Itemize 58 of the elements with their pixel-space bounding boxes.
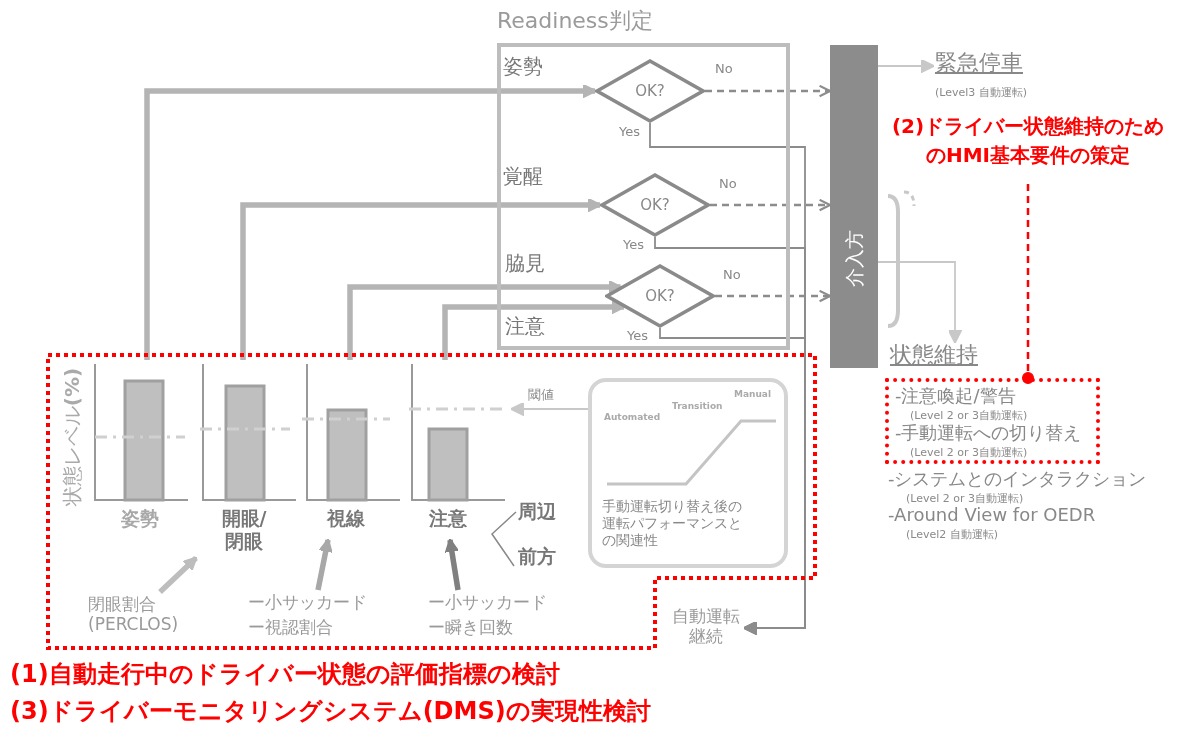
arrow: [877, 58, 935, 74]
check-label: 脇見: [505, 251, 545, 275]
category-label: 視線: [326, 507, 366, 530]
level-note: (Level3 自動運転): [935, 86, 1028, 100]
check-label: 注意: [505, 314, 545, 338]
metric-text: 閉眼割合 (PERCLOS): [88, 594, 180, 635]
list-item: -注意喚起/警告: [895, 385, 1016, 407]
category-label: 前方: [518, 545, 556, 568]
arrow: [442, 299, 626, 360]
decision-label: OK?: [645, 287, 675, 305]
graph-label: Manual: [734, 389, 771, 400]
arrow: [347, 279, 623, 360]
dashed-arrow: [710, 198, 832, 212]
metric-text: ー小サッカード: [248, 592, 367, 613]
metric-text: ー視認割合: [248, 617, 333, 638]
metric-text: ー小サッカード: [428, 592, 547, 613]
bar-label: 介入方: [842, 229, 866, 287]
info-card: [588, 378, 788, 568]
category-label: 注意: [428, 507, 468, 530]
arrow: [240, 197, 602, 360]
callout-text: (2)ドライバー状態維持のためのHMI基本要件の策定: [890, 113, 1166, 169]
card-text: 手動運転切り替え後の運転パフォーマンスとの関連性: [602, 498, 743, 549]
outcome-heading: 状態維持: [890, 342, 978, 369]
level-note: (Level 2 or 3自動運転): [906, 492, 1024, 506]
list-item: -システムとのインタラクション: [888, 468, 1147, 490]
decision-label: OK?: [640, 196, 670, 214]
section-heading: (3)ドライバーモニタリングシステム(DMS)の実現性検討: [10, 697, 651, 726]
list-item: -Around View for OEDR: [888, 504, 1096, 526]
panel-title: Readiness判定: [497, 8, 653, 35]
category-label: 周辺: [518, 500, 556, 523]
graph-label: Transition: [672, 401, 723, 412]
check-label: 覚醒: [503, 164, 543, 188]
arrow: [315, 538, 333, 591]
arrow: [877, 261, 963, 344]
leader-line: [1022, 184, 1034, 384]
edge-label: 閾値: [527, 388, 555, 403]
arrow: [510, 401, 589, 417]
list-item: -手動運転への切り替え: [895, 422, 1082, 444]
highlight-box: [885, 378, 1100, 464]
dashed-arrow: [715, 289, 832, 303]
dashed-arrow: [705, 84, 832, 98]
category-label: 姿勢: [120, 507, 160, 530]
decision-label: OK?: [635, 82, 665, 100]
level-note: (Level2 自動運転): [906, 528, 999, 542]
intervention-bar: [830, 45, 878, 368]
arrow: [144, 83, 597, 360]
category-label: 開眼/閉眼: [220, 507, 268, 553]
level-note: (Level 2 or 3自動運転): [910, 409, 1028, 423]
level-note: (Level 2 or 3自動運転): [910, 446, 1028, 460]
section-heading: (1)自動走行中のドライバー状態の評価指標の検討: [10, 660, 560, 689]
outcome-heading: 緊急停車: [935, 50, 1023, 77]
graph-label: Automated: [604, 412, 661, 423]
arrow: [444, 538, 461, 591]
check-label: 姿勢: [503, 54, 543, 78]
metric-text: ー瞬き回数: [428, 617, 513, 638]
arrow: [158, 556, 198, 594]
outcome-text: 自動運転継続: [672, 606, 740, 647]
arrow: [659, 327, 806, 636]
